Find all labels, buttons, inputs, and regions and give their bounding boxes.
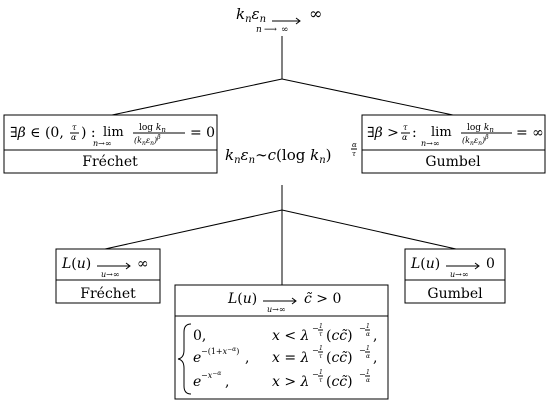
svg-text:−: − <box>312 324 319 333</box>
svg-text:lim: lim <box>431 125 452 140</box>
root-under: n <box>256 25 262 35</box>
svg-text:,: , <box>225 374 229 390</box>
root-node: knεn n ⟶ ∞ ∞ <box>236 4 322 35</box>
root-label: knεn <box>236 5 266 25</box>
case-row-2: e −(1+x−α) , x = λ − 1 τ (cc̃) − 1 α , <box>193 345 377 366</box>
svg-text:⟶: ⟶ <box>264 25 277 35</box>
svg-text:lim: lim <box>103 125 124 140</box>
svg-text:u→∞: u→∞ <box>101 270 120 279</box>
svg-text:n→∞: n→∞ <box>93 139 112 148</box>
svg-text:(knεn)β: (knεn)β <box>462 134 489 147</box>
center-bottom-formula: L(u) <box>227 291 257 307</box>
left-bottom-formula: L(u) <box>61 256 91 272</box>
left-bottom-name: Fréchet <box>80 286 136 302</box>
svg-text:−: − <box>359 324 366 333</box>
svg-text:∞: ∞ <box>281 25 289 35</box>
left-top-box: ∃β ∈ (0, τ α ) : lim n→∞ log kn (knεn)β … <box>3 114 218 174</box>
svg-text:α: α <box>352 141 357 149</box>
svg-text:1: 1 <box>319 369 323 376</box>
svg-text:c̃ > 0: c̃ > 0 <box>304 291 341 307</box>
edges <box>104 36 457 285</box>
svg-text:−(1+x−α): −(1+x−α) <box>201 346 239 356</box>
right-top-name: Gumbel <box>425 154 481 170</box>
svg-text:1: 1 <box>366 369 370 376</box>
svg-text:) :: ) : <box>81 125 96 141</box>
svg-text:log kn: log kn <box>139 123 166 134</box>
edge-root-left <box>111 78 283 116</box>
svg-text:τ: τ <box>319 331 323 338</box>
left-top-name: Fréchet <box>82 154 138 170</box>
root-limit: ∞ <box>309 4 322 23</box>
svg-text:,: , <box>373 328 377 344</box>
svg-text:τ: τ <box>72 123 77 132</box>
svg-text:1: 1 <box>366 323 370 330</box>
right-bottom-box: L(u) u→∞ 0 Gumbel <box>404 248 506 304</box>
svg-text:α: α <box>402 133 408 142</box>
edge-mid-right <box>281 209 457 250</box>
svg-text:α: α <box>366 353 370 360</box>
mid-label: knεn∼c(log kn) <box>225 146 332 166</box>
svg-text:x > λ: x > λ <box>272 374 309 390</box>
svg-text:τ: τ <box>403 123 408 132</box>
right-bottom-name: Gumbel <box>427 286 483 302</box>
svg-text:1: 1 <box>319 345 323 352</box>
svg-text:α: α <box>366 331 370 338</box>
right-top-formula: ∃β > <box>367 125 399 141</box>
svg-text:= 0: = 0 <box>190 125 215 141</box>
svg-text:−: − <box>359 370 366 379</box>
svg-text:u→∞: u→∞ <box>267 305 286 314</box>
svg-text:x = λ: x = λ <box>272 350 309 366</box>
svg-text:u→∞: u→∞ <box>450 270 469 279</box>
svg-text::: : <box>412 125 417 141</box>
svg-text:log kn: log kn <box>467 123 494 134</box>
cases-brace <box>177 323 192 395</box>
case-row-3: e −x−α , x > λ − 1 τ (cc̃) − 1 α <box>193 369 370 390</box>
svg-text:e: e <box>193 374 201 390</box>
svg-text:(cc̃): (cc̃) <box>326 350 353 366</box>
svg-text:0,: 0, <box>193 328 206 344</box>
left-bottom-box: L(u) u→∞ ∞ Fréchet <box>55 248 161 304</box>
left-top-formula: ∃β ∈ (0, <box>10 125 64 141</box>
case-row-1: 0, x < λ − 1 τ (cc̃) − 1 α , <box>193 323 377 344</box>
svg-text:,: , <box>245 350 249 366</box>
center-bottom-box: L(u) u→∞ c̃ > 0 0, x < λ − 1 τ (cc̃) − 1… <box>174 284 389 400</box>
svg-text:(cc̃): (cc̃) <box>326 374 353 390</box>
right-bottom-formula: L(u) <box>410 256 440 272</box>
svg-text:−: − <box>312 370 319 379</box>
mid-node: knεn∼c(log kn) α τ <box>225 141 357 166</box>
svg-text:τ: τ <box>319 353 323 360</box>
svg-text:e: e <box>193 350 201 366</box>
svg-text:0: 0 <box>486 256 495 272</box>
right-top-box: ∃β > τ α : lim n→∞ log kn (knεn)β = ∞ Gu… <box>361 114 546 174</box>
svg-text:−x−α: −x−α <box>201 370 221 380</box>
svg-text:(cc̃): (cc̃) <box>326 328 353 344</box>
svg-text:−: − <box>359 346 366 355</box>
svg-text:,: , <box>373 350 377 366</box>
svg-text:τ: τ <box>319 377 323 384</box>
svg-text:1: 1 <box>366 345 370 352</box>
svg-text:∞: ∞ <box>137 256 149 272</box>
svg-text:x < λ: x < λ <box>272 328 309 344</box>
svg-text:−: − <box>312 346 319 355</box>
svg-text:τ: τ <box>352 150 356 158</box>
svg-text:1: 1 <box>319 323 323 330</box>
svg-text:n→∞: n→∞ <box>421 139 440 148</box>
edge-mid-left <box>104 209 283 250</box>
svg-text:= ∞: = ∞ <box>516 125 544 141</box>
svg-text:α: α <box>71 133 77 142</box>
edge-root-right <box>281 78 454 116</box>
svg-text:(knεn)β: (knεn)β <box>134 134 161 147</box>
svg-text:α: α <box>366 377 370 384</box>
